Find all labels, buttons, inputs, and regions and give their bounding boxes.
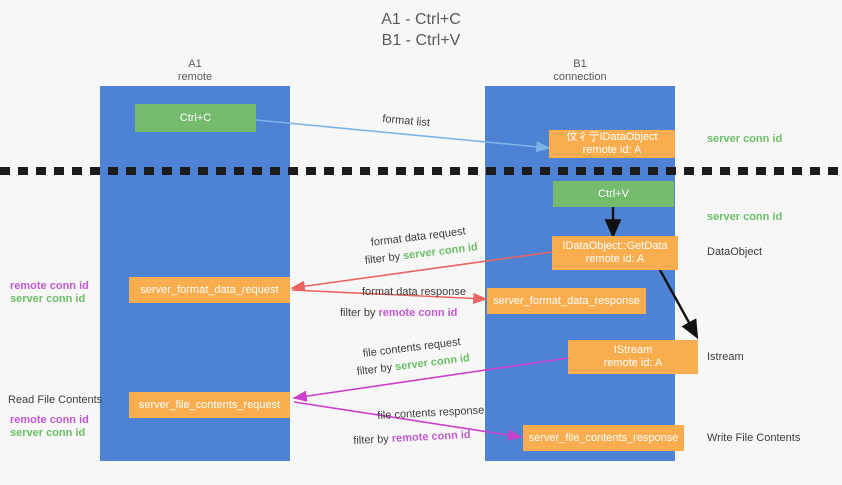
title-line-2: B1 - Ctrl+V <box>381 32 461 49</box>
column-a1-sub: remote <box>177 71 213 83</box>
column-header-b1: B1 connection <box>490 58 670 84</box>
edge-label-format-data-response-filter: filter by remote conn id <box>340 306 457 320</box>
node-server-format-data-response[interactable]: server_format_data_response <box>487 288 646 314</box>
filter-key-remote-conn-id-1: remote conn id <box>378 307 458 319</box>
filter-prefix-4: filter by <box>353 433 390 447</box>
label-read-file-contents: Read File Contents <box>8 394 103 406</box>
node-idataobject-getdata[interactable]: IDataObject::GetData remote id: A <box>552 236 678 270</box>
node-ctrl-v-label: Ctrl+V <box>598 187 629 200</box>
label-remote-conn-id-2: remote conn id <box>10 414 89 426</box>
label-dataobject: DataObject <box>707 246 763 258</box>
title-line-1: A1 - Ctrl+C <box>381 11 461 28</box>
node-fmt-res-label: server_format_data_response <box>493 294 640 307</box>
node-ctrl-c[interactable]: Ctrl+C <box>135 104 256 132</box>
node-getdata-line1: IDataObject::GetData <box>562 240 668 252</box>
node-file-req-label: server_file_contents_request <box>138 398 281 411</box>
node-idataobject-line1: 伩彳亍IDataObject <box>566 131 658 143</box>
node-idataobject-line2: remote id: A <box>582 144 642 156</box>
node-server-format-data-request[interactable]: server_format_data_request <box>129 277 290 303</box>
node-ctrl-v[interactable]: Ctrl+V <box>553 181 674 207</box>
label-istream: Istream <box>707 351 744 363</box>
column-header-a1: A1 remote <box>105 58 285 84</box>
node-istream-line2: remote id: A <box>603 357 663 369</box>
page-title: A1 - Ctrl+C B1 - Ctrl+V <box>0 9 842 51</box>
node-istream-line1: IStream <box>613 344 653 356</box>
column-b1-name: B1 <box>573 58 587 70</box>
node-fmt-req-label: server_format_data_request <box>140 283 279 296</box>
node-getdata-line2: remote id: A <box>585 253 645 265</box>
node-file-res-label: server_file_contents_response <box>528 431 679 444</box>
label-write-file-contents: Write File Contents <box>707 432 801 444</box>
column-a1-name: A1 <box>188 58 202 70</box>
node-server-file-contents-response[interactable]: server_file_contents_response <box>523 425 684 451</box>
label-server-conn-id-mid: server conn id <box>707 211 783 223</box>
node-idataobject[interactable]: 伩彳亍IDataObject remote id: A <box>549 130 675 158</box>
dashed-divider <box>0 167 842 175</box>
filter-prefix-2: filter by <box>340 307 376 319</box>
label-remote-conn-id-1: remote conn id <box>10 280 89 292</box>
label-server-conn-id-1: server conn id <box>10 293 86 305</box>
node-istream[interactable]: IStream remote id: A <box>568 340 698 374</box>
label-server-conn-id-2: server conn id <box>10 427 86 439</box>
node-server-file-contents-request[interactable]: server_file_contents_request <box>129 392 290 418</box>
node-ctrl-c-label: Ctrl+C <box>179 111 212 124</box>
column-b1-sub: connection <box>553 71 607 83</box>
label-server-conn-id-top: server conn id <box>707 133 783 145</box>
edge-label-format-data-response: format data response <box>362 286 466 298</box>
